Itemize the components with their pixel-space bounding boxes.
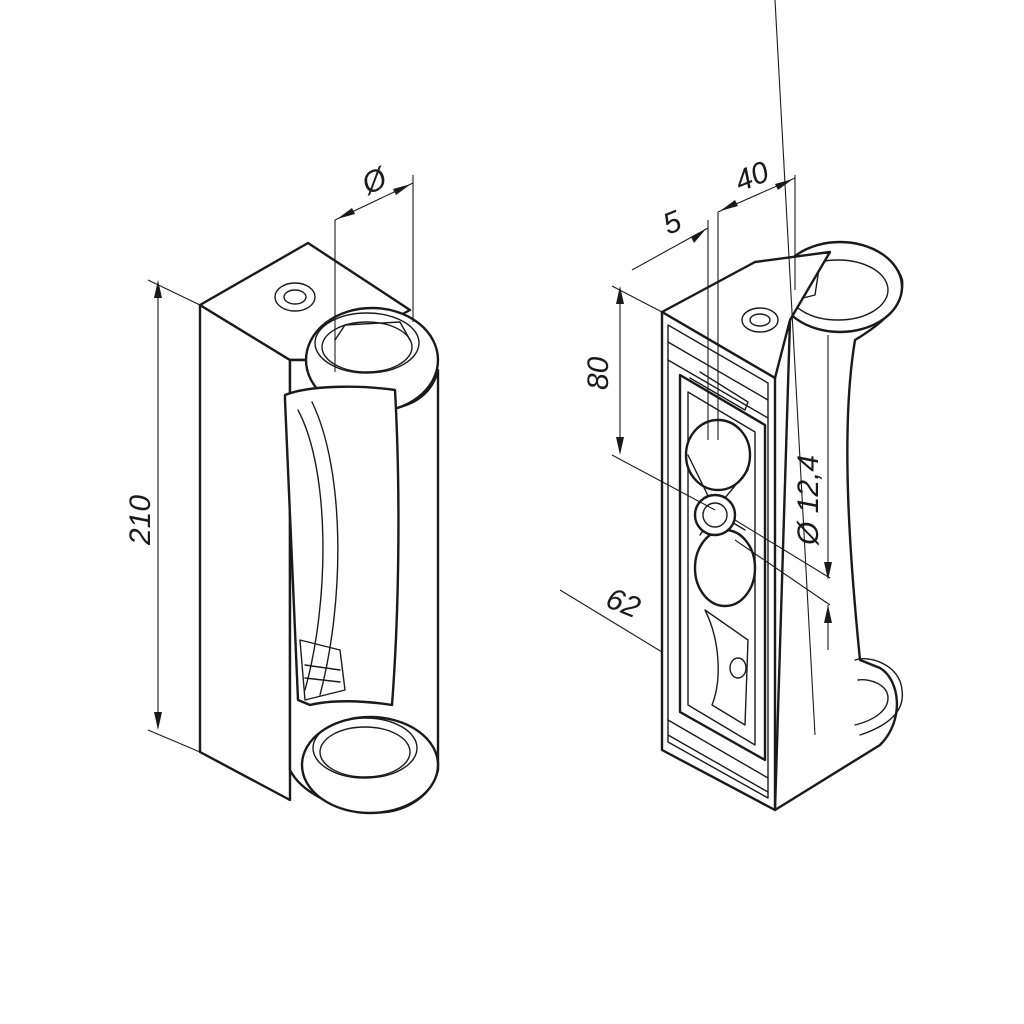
right-screw-inner xyxy=(749,313,771,327)
right-front-bottom-slots xyxy=(667,719,769,793)
right-front-inner-frame xyxy=(667,324,769,799)
left-top-hole-outer xyxy=(314,312,420,374)
left-top-hole-edge xyxy=(334,321,411,341)
left-back-face xyxy=(198,303,292,802)
width-dimension-label: 40 xyxy=(730,155,774,198)
right-lower-hole xyxy=(729,657,747,679)
left-top-hole-inner xyxy=(321,321,413,373)
left-clip-ridges xyxy=(304,664,341,683)
depth-dimension-label: 80 xyxy=(582,356,615,390)
right-bottom-lug xyxy=(854,658,904,736)
left-bottom-lug xyxy=(300,715,440,815)
hole-diameter-label: Ø 12,4 xyxy=(792,455,825,546)
height-dimension-label: 210 xyxy=(124,495,157,546)
left-window-inner-curve-2 xyxy=(311,401,339,696)
left-bracket xyxy=(198,241,440,815)
right-bracket xyxy=(660,240,904,812)
left-clip xyxy=(299,639,346,701)
offset-dimension-label: 5 xyxy=(658,205,686,242)
right-center-hole-inner xyxy=(702,502,728,528)
left-screw-outer xyxy=(274,282,316,312)
right-clamp-disk-bottom xyxy=(693,528,757,608)
right-bottom-hole xyxy=(854,678,889,726)
right-center-hole xyxy=(693,493,737,537)
left-bottom-hole-outer xyxy=(312,717,418,779)
left-window xyxy=(283,385,400,707)
right-screw-outer xyxy=(741,307,779,333)
right-lower-slot xyxy=(704,609,749,726)
left-bottom-hole-inner xyxy=(319,726,411,778)
diameter-dimension-label: Ø xyxy=(356,161,394,202)
right-inner-panel-edge xyxy=(687,391,756,746)
left-screw-inner xyxy=(283,289,307,305)
left-window-inner-curve xyxy=(297,409,324,691)
